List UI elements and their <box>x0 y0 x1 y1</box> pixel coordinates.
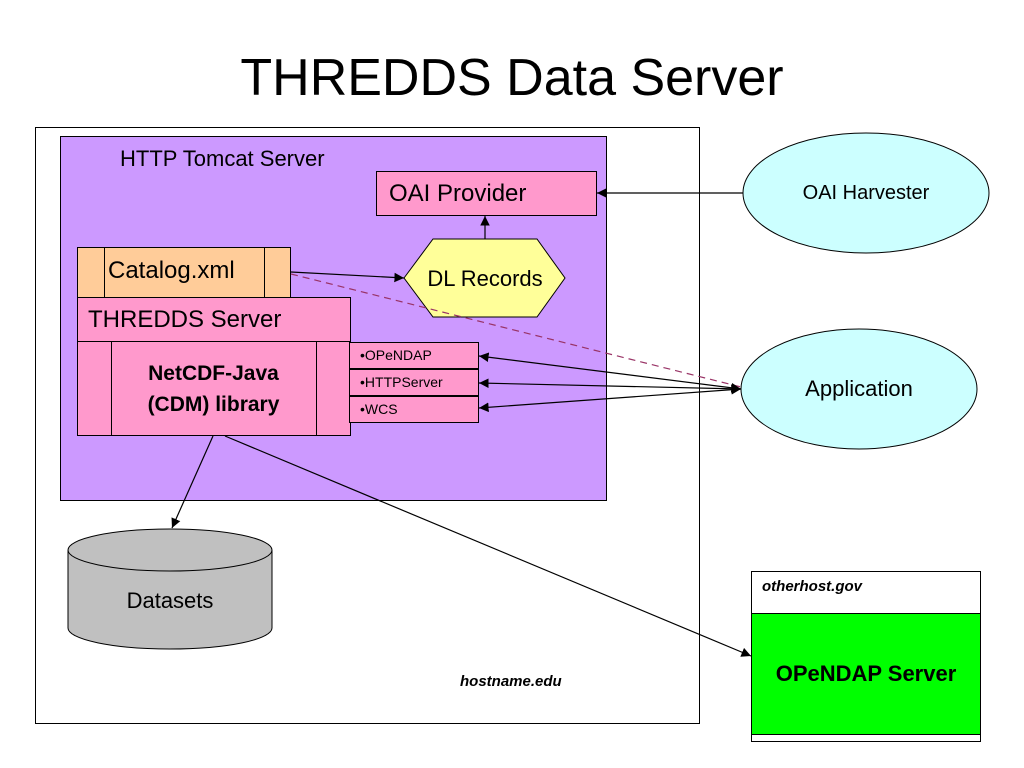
datasets-label: Datasets <box>126 588 214 613</box>
page-title: THREDDS Data Server <box>240 49 784 107</box>
opendap-server-box: OPeNDAP Server <box>752 613 980 735</box>
thredds-server-box: THREDDS Server <box>77 297 351 343</box>
netcdf-divider-left <box>111 342 112 435</box>
netcdf-label-line1: NetCDF-Java <box>148 362 279 385</box>
catalog-divider-left <box>104 248 105 297</box>
service-httpserver: •HTTPServer <box>349 369 479 396</box>
otherhost-label: otherhost.gov <box>762 578 862 595</box>
oai-provider-box: OAI Provider <box>376 171 597 216</box>
tomcat-server-label: HTTP Tomcat Server <box>120 146 325 171</box>
arrow-application-wcs <box>478 384 742 413</box>
dl-records-shape <box>403 238 566 318</box>
service-opendap: •OPeNDAP <box>349 342 479 369</box>
dl-records-label: DL Records <box>427 266 543 291</box>
arrow-catalog-to-dlrecords <box>290 271 405 283</box>
host-box <box>35 127 700 724</box>
oai-harvester-label: OAI Harvester <box>802 182 930 204</box>
catalog-label: Catalog.xml <box>108 257 235 284</box>
netcdf-divider-right <box>316 342 317 435</box>
service-wcs: •WCS <box>349 396 479 423</box>
hostname-label: hostname.edu <box>460 673 562 690</box>
datasets-cylinder <box>67 528 273 650</box>
arrow-netcdf-to-datasets <box>171 435 214 529</box>
arrow-netcdf-to-opendap-server <box>224 435 752 657</box>
application-label: Application <box>805 376 913 401</box>
catalog-divider-right <box>264 248 265 297</box>
netcdf-label-line2: (CDM) library <box>147 393 280 416</box>
netcdf-java-label: NetCDF-Java (CDM) library <box>111 358 316 420</box>
